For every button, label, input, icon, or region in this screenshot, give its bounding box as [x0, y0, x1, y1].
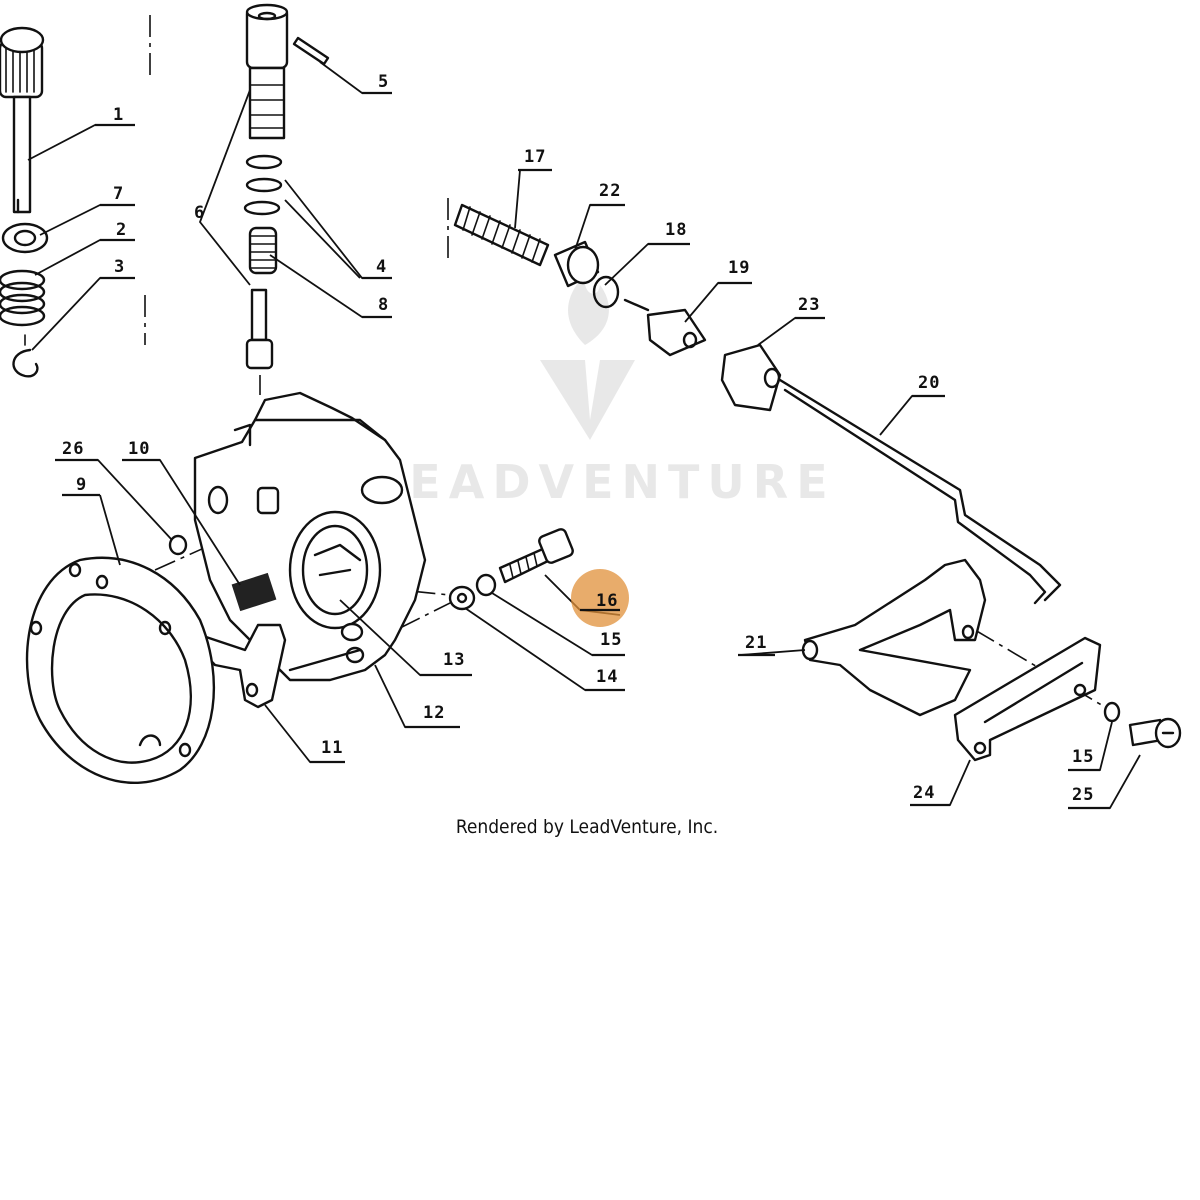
label-part-3[interactable]: 3	[114, 257, 125, 277]
label-part-22[interactable]: 22	[599, 181, 621, 201]
part-8-spring	[248, 226, 278, 275]
part-7-washer	[1, 222, 49, 254]
part-12-carburetor-body	[193, 391, 427, 682]
part-14-washer	[448, 585, 476, 611]
label-part-14[interactable]: 14	[596, 667, 618, 687]
part-26-washer	[168, 534, 188, 556]
label-part-9[interactable]: 9	[76, 475, 87, 495]
part-20-rod	[778, 378, 1062, 605]
label-part-21[interactable]: 21	[745, 633, 767, 653]
watermark: LEADVENTURE	[372, 275, 836, 509]
label-part-4[interactable]: 4	[376, 257, 387, 277]
label-part-25[interactable]: 25	[1072, 785, 1094, 805]
label-part-17[interactable]: 17	[524, 147, 546, 167]
part-labels: 1 7 2 3 5 6 4 8 26 10 9 13 12 11 16 15 1…	[55, 72, 1110, 810]
label-part-20[interactable]: 20	[918, 373, 940, 393]
label-part-8[interactable]: 8	[378, 295, 389, 315]
label-part-19[interactable]: 19	[728, 258, 750, 278]
part-18-o-ring	[592, 275, 620, 309]
part-16-screw	[498, 528, 574, 584]
flame-icon	[568, 275, 609, 345]
label-part-11[interactable]: 11	[321, 738, 343, 758]
highlight-circle[interactable]	[571, 569, 629, 627]
label-part-13[interactable]: 13	[443, 650, 465, 670]
part-10-decal	[231, 572, 277, 612]
label-part-18[interactable]: 18	[665, 220, 687, 240]
label-part-24[interactable]: 24	[913, 783, 935, 803]
label-part-26[interactable]: 26	[62, 439, 84, 459]
part-22-bushing	[553, 240, 600, 288]
part-23-collar	[720, 343, 782, 412]
part-2-spring	[0, 269, 46, 327]
watermark-text: LEADVENTURE	[372, 455, 836, 509]
part-6-valve-assembly	[245, 3, 289, 370]
label-part-7[interactable]: 7	[113, 184, 124, 204]
part-15-lockwasher	[475, 573, 497, 597]
part-24-bracket	[953, 636, 1102, 762]
label-part-6[interactable]: 6	[194, 203, 205, 223]
v-logo-icon	[540, 360, 635, 440]
credit-text: Rendered by LeadVenture, Inc.	[456, 816, 718, 838]
label-part-12[interactable]: 12	[423, 703, 445, 723]
label-part-15[interactable]: 15	[600, 630, 622, 650]
part-25-screw	[1128, 717, 1182, 749]
part-3-clip	[12, 334, 39, 378]
label-part-15-right[interactable]: 15	[1072, 747, 1094, 767]
label-part-2[interactable]: 2	[116, 220, 127, 240]
label-part-23[interactable]: 23	[798, 295, 820, 315]
part-5-pin	[292, 36, 330, 66]
part-21-lever	[801, 558, 987, 717]
label-part-1[interactable]: 1	[113, 105, 124, 125]
part-4-o-rings	[243, 154, 283, 216]
part-9-gasket	[25, 556, 216, 785]
part-15-lockwasher-2	[1103, 701, 1121, 723]
label-part-10[interactable]: 10	[128, 439, 150, 459]
part-1-knob	[0, 26, 45, 214]
label-part-16[interactable]: 16	[596, 591, 618, 611]
part-17-spring	[453, 203, 550, 267]
label-part-5[interactable]: 5	[378, 72, 389, 92]
part-19-sleeve	[623, 298, 707, 357]
